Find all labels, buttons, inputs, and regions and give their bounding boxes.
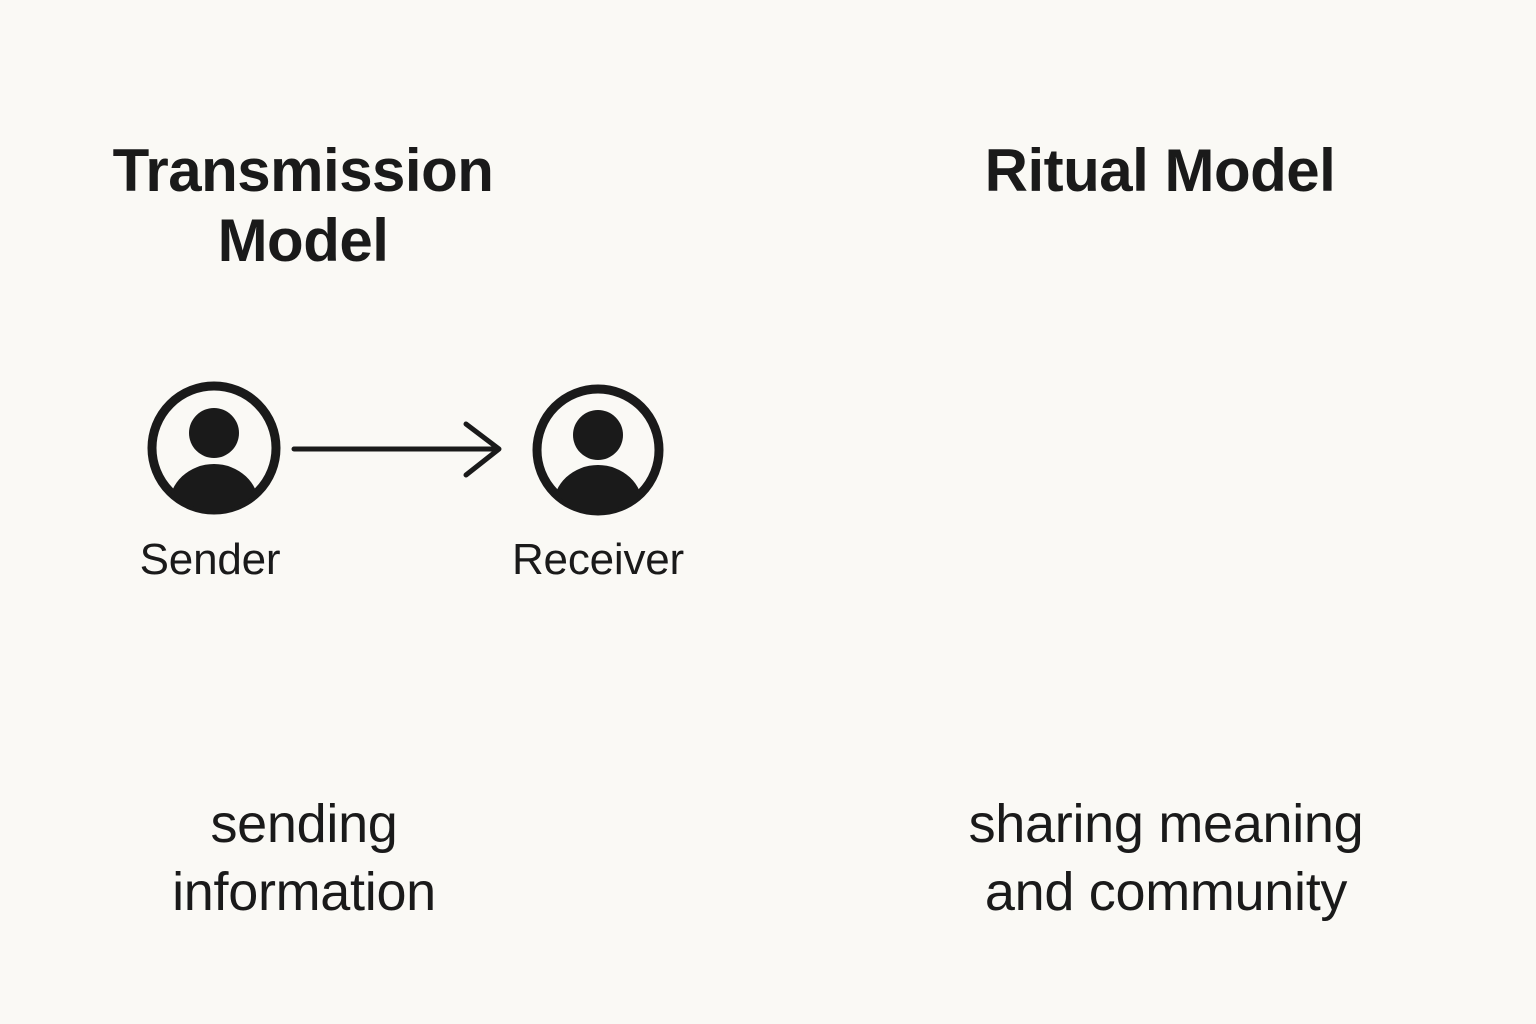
receiver-label: Receiver <box>511 535 684 584</box>
transmission-arrow-right-icon <box>288 418 512 480</box>
transmission-model-caption: sending information <box>172 794 436 923</box>
ritual-model-panel: Ritual Model <box>768 0 1536 1024</box>
transmission-model-title: Transmission Model <box>112 137 494 275</box>
ritual-model-title: Ritual Model <box>984 137 1336 205</box>
transmission-model-panel: Transmission Model <box>112 137 685 923</box>
receiver-person-icon <box>529 381 667 519</box>
ritual-model-caption: sharing meaning and community <box>968 794 1364 923</box>
sender-label: Sender <box>139 535 281 584</box>
sender-person-icon <box>144 378 284 518</box>
